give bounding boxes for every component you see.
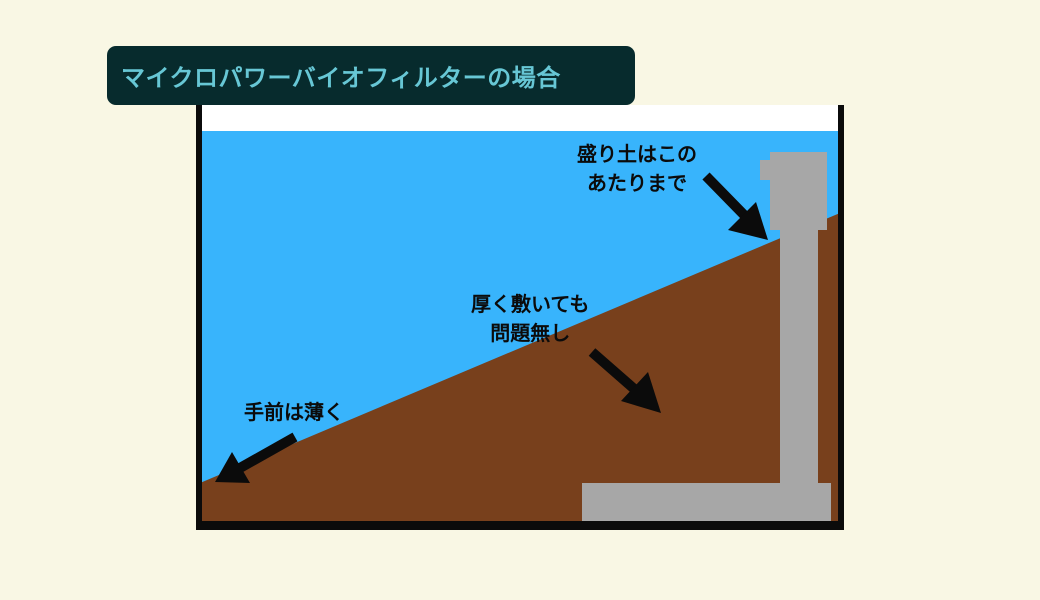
label-middle-line-2: 問題無し [490, 321, 571, 345]
filter-plate [582, 483, 831, 521]
label-back-mound: 盛り土はこの あたりまで [577, 140, 697, 198]
arrow-back [702, 172, 768, 240]
label-middle-thick-ok: 厚く敷いても 問題無し [471, 290, 589, 348]
arrow-front [215, 432, 298, 483]
tank-left-wall [196, 105, 202, 530]
tank-right-wall [838, 105, 844, 530]
title-badge: マイクロパワーバイオフィルターの場合 [107, 46, 635, 105]
label-front-line-1: 手前は薄く [244, 400, 344, 424]
tank-bottom [196, 521, 844, 530]
arrow-middle [588, 348, 661, 413]
filter-head [770, 152, 827, 230]
micro-power-bio-filter [582, 152, 831, 521]
label-middle-line-1: 厚く敷いても [471, 292, 590, 316]
tank-frame [196, 105, 844, 530]
label-back-line-2: あたりまで [587, 171, 687, 195]
filter-nozzle [760, 160, 772, 180]
label-front-thin: 手前は薄く [244, 398, 344, 427]
diagram-title: マイクロパワーバイオフィルターの場合 [121, 64, 561, 92]
soil-slope [200, 213, 840, 525]
filter-pipe [780, 228, 818, 486]
label-back-line-1: 盛り土はこの [577, 142, 697, 166]
